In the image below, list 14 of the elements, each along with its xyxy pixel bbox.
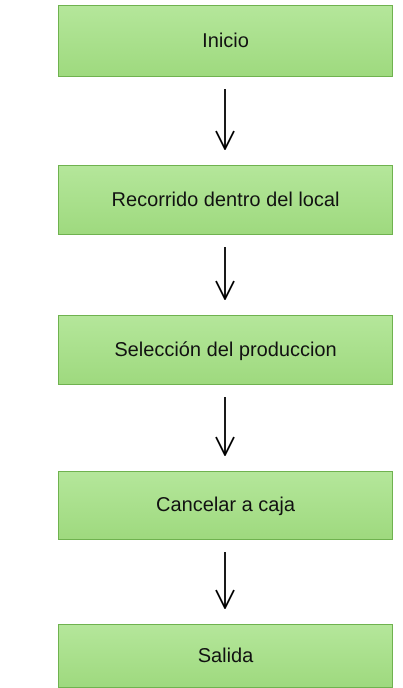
arrow (215, 89, 235, 150)
process-box (58, 315, 393, 385)
step-label: Recorrido dentro del local (112, 188, 340, 212)
step-label: Cancelar a caja (156, 494, 295, 517)
process-box (58, 471, 393, 540)
process-box (58, 5, 393, 77)
step-label: Selección del produccion (114, 338, 337, 362)
arrow (215, 397, 235, 456)
arrow (215, 552, 235, 609)
process-box (58, 624, 393, 688)
process-box (58, 165, 393, 235)
arrow (215, 247, 235, 300)
step-label: Salida (198, 644, 254, 668)
step-label: Inicio (202, 30, 249, 52)
